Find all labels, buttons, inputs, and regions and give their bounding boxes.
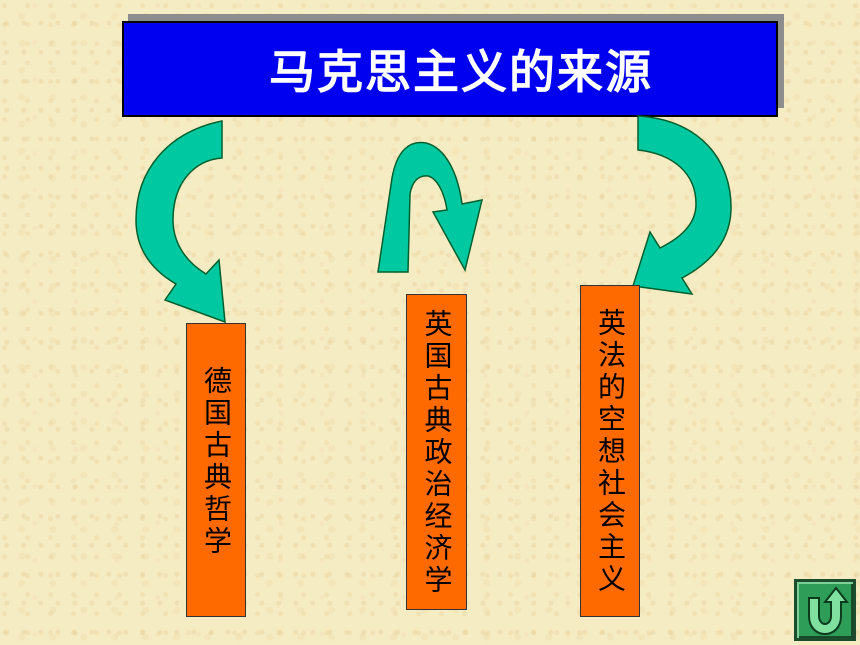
source-label: 英法的空想社会主义 xyxy=(594,308,627,596)
return-button[interactable] xyxy=(794,579,856,641)
curved-arrow-icon xyxy=(135,120,226,324)
source-box-german-philosophy: 德国古典哲学 xyxy=(186,323,246,617)
return-icon xyxy=(808,586,850,636)
source-label: 德国古典哲学 xyxy=(200,366,233,558)
curved-arrow-icon-left xyxy=(135,120,226,324)
curved-arrow-icon xyxy=(632,115,732,295)
title-banner: 马克思主义的来源 xyxy=(122,21,778,117)
curved-arrow-icon-middle xyxy=(377,141,484,273)
page-title: 马克思主义的来源 xyxy=(269,45,653,99)
source-box-british-economics: 英国古典政治经济学 xyxy=(406,294,467,610)
source-label: 英国古典政治经济学 xyxy=(420,309,454,597)
curved-arrow-icon xyxy=(377,141,484,273)
curved-arrow-icon-right xyxy=(632,115,732,295)
source-box-utopian-socialism: 英法的空想社会主义 xyxy=(580,285,640,617)
